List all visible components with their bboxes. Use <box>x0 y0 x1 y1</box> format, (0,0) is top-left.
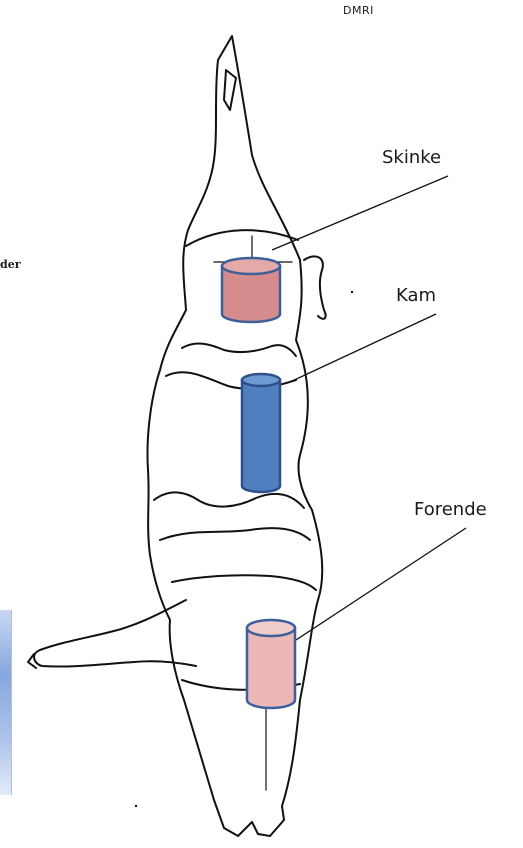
ham-leader-line <box>272 176 448 250</box>
loin-leader-line <box>290 314 436 382</box>
label-ham: Skinke <box>382 147 441 168</box>
foot-detail <box>224 70 236 110</box>
tail <box>304 256 326 319</box>
loin-sample-cylinder <box>242 374 280 492</box>
shoulder-seam-bottom <box>160 528 310 540</box>
loin-seam-top <box>182 344 296 356</box>
carcass-outline <box>148 36 323 836</box>
ham-seam <box>186 230 298 246</box>
shoulder-seam-top <box>154 492 304 508</box>
shoulder-sample-cylinder <box>247 620 295 708</box>
label-loin: Kam <box>396 285 436 306</box>
shoulder-seam-lower <box>172 575 316 590</box>
cropped-image-edge <box>0 610 12 795</box>
label-shoulder: Forende <box>414 499 487 520</box>
speck <box>135 805 137 807</box>
speck <box>351 291 353 293</box>
header-logo-text: DMRI <box>343 4 374 17</box>
cropped-text: der <box>0 258 21 271</box>
ham-sample-cylinder <box>222 258 280 322</box>
